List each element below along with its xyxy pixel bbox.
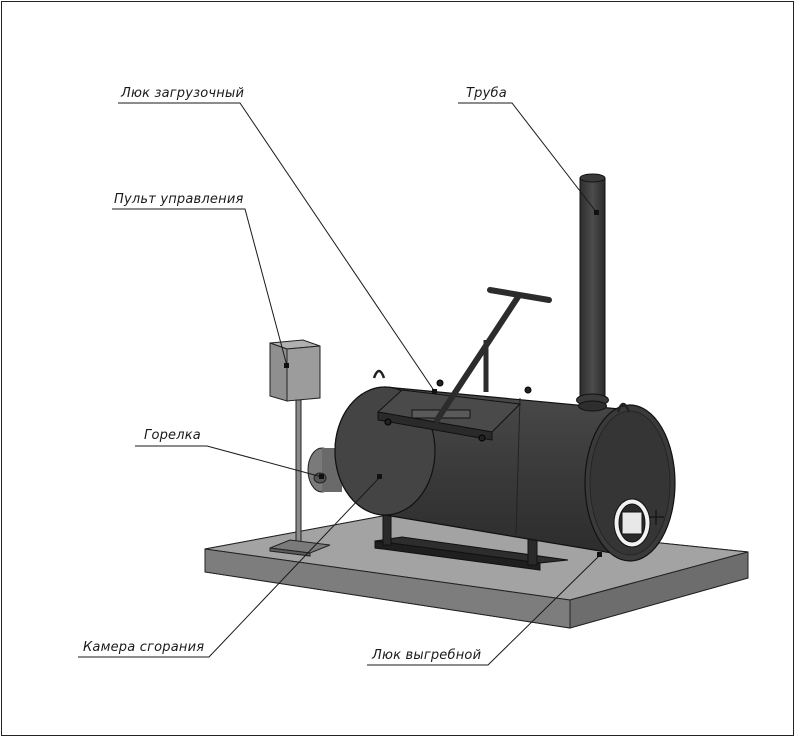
boiler-body <box>334 369 676 562</box>
control-panel <box>269 339 331 557</box>
base-platform <box>204 514 749 629</box>
leader-end-dots <box>284 210 602 557</box>
ash-hatch-door <box>613 498 664 548</box>
leader-lines <box>78 102 601 666</box>
support-frame <box>374 504 569 571</box>
label-ash-hatch: Люк выгребной <box>372 648 482 663</box>
label-burner: Горелка <box>144 428 201 443</box>
hatch-lever <box>434 287 552 423</box>
label-chimney: Труба <box>466 86 507 101</box>
chimney-pipe <box>576 173 609 412</box>
label-loading-hatch: Люк загрузочный <box>121 86 245 101</box>
label-combustion-chamber: Камера сгорания <box>83 640 205 655</box>
label-control-panel: Пульт управления <box>114 192 244 207</box>
